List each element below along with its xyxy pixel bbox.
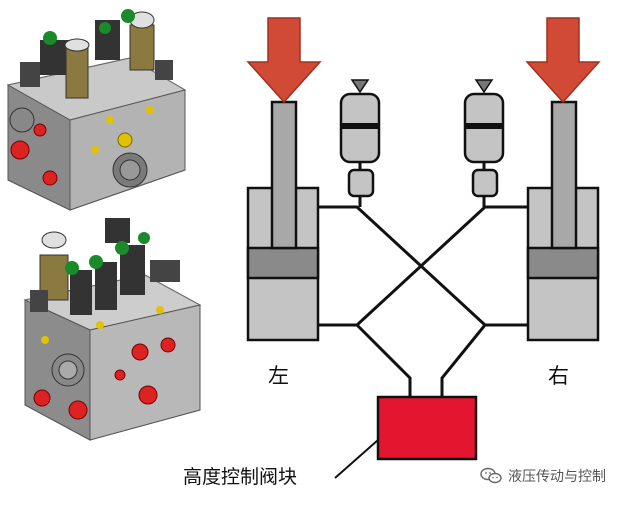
valve-block-photo-bottom (23, 218, 202, 441)
accumulator-left (339, 79, 381, 198)
valve-block-photo-top (6, 9, 187, 211)
watermark: 液压传动与控制 (480, 466, 606, 486)
load-arrow-left (246, 17, 322, 104)
cylinder-left (246, 100, 320, 342)
left-label: 左 (268, 364, 289, 388)
line-left-bottom (355, 323, 412, 397)
watermark-text: 液压传动与控制 (508, 469, 606, 485)
load-arrow-right (525, 17, 601, 104)
caption-leader-line (334, 439, 379, 479)
line-right-bottom (440, 324, 487, 397)
accumulator-right (463, 79, 505, 198)
right-label: 右 (548, 364, 569, 388)
hydraulic-lines (318, 197, 528, 397)
cylinder-right (526, 100, 600, 342)
height-control-valve-block (376, 395, 478, 461)
valve-block-caption: 高度控制阀块 (183, 466, 298, 488)
wechat-icon (480, 467, 502, 484)
line-right-top (318, 205, 528, 327)
